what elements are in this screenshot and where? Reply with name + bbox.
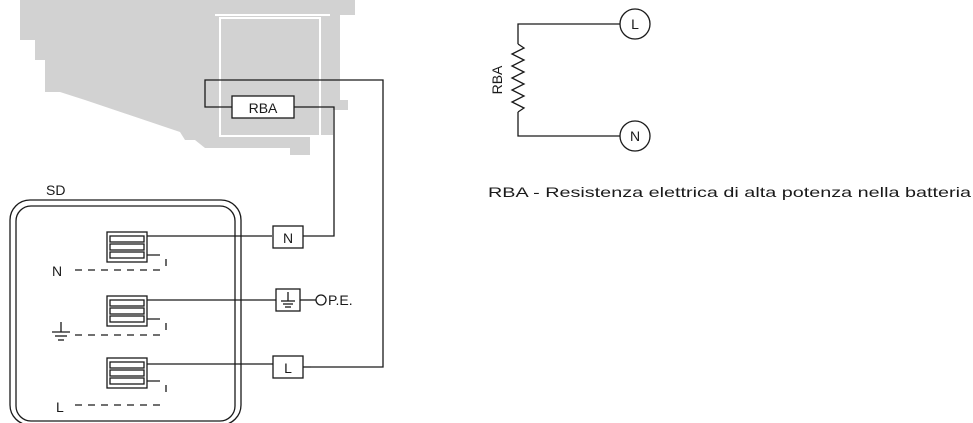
appliance-body <box>20 0 355 155</box>
heater-rba-box: RBA <box>231 95 295 119</box>
terminal-block-neutral: N <box>52 231 272 279</box>
terminal-block-line: L <box>56 357 273 415</box>
pe-label: P.E. <box>328 292 353 308</box>
terminal-neutral-label: N <box>283 230 293 246</box>
resistor-label: RBA <box>489 65 505 94</box>
pe-terminal-icon <box>315 294 327 306</box>
node-l-circle <box>619 8 651 40</box>
panel-line-label: L <box>56 399 64 415</box>
resistor-schematic: RBA L N <box>489 8 651 152</box>
node-n-label: N <box>630 128 640 144</box>
heater-wiring <box>204 79 384 368</box>
caption: RBA - Resistenza elettrica di alta poten… <box>488 184 971 200</box>
terminal-earth-icon <box>281 292 295 308</box>
sd-panel: SD <box>9 182 242 423</box>
panel-neutral-label: N <box>52 263 62 279</box>
terminal-line: L <box>272 355 311 379</box>
terminal-line-label: L <box>284 360 292 376</box>
panel-earth-icon <box>52 322 70 341</box>
node-l-label: L <box>631 16 639 32</box>
terminal-block-earth <box>52 295 276 341</box>
heater-rba-label: RBA <box>249 100 278 116</box>
terminal-neutral: N <box>272 225 304 249</box>
terminal-earth: P.E. <box>275 288 353 312</box>
sd-panel-label: SD <box>46 182 65 198</box>
node-n-circle <box>619 120 651 152</box>
